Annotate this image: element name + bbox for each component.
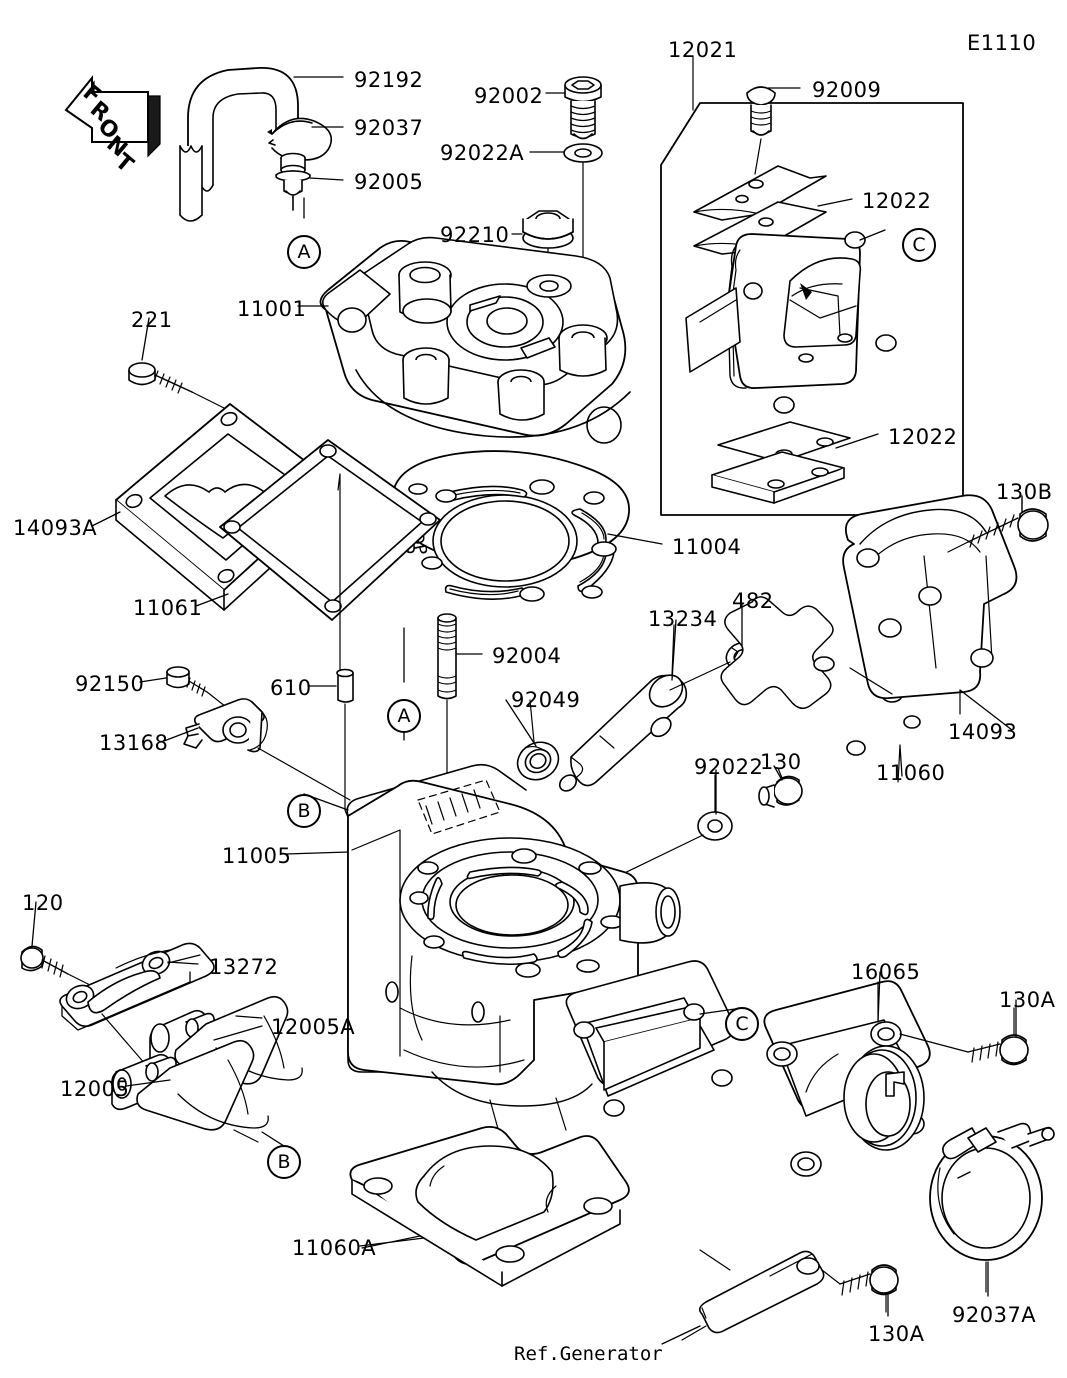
- part-label-92037A: 92037A: [952, 1303, 1037, 1327]
- part-label-92210: 92210: [440, 223, 510, 247]
- part-reed-valve-cage: [685, 231, 897, 414]
- ref-generator-plate: [698, 1250, 825, 1334]
- part-label-12021: 12021: [668, 38, 738, 62]
- part-92150-bolt: [166, 666, 231, 711]
- part-92210-nut: [522, 210, 574, 249]
- part-92022A-washer: [563, 143, 603, 163]
- part-label-11004: 11004: [672, 535, 742, 559]
- part-label-11005: 11005: [222, 844, 292, 868]
- part-92037A-clamp: [929, 1122, 1055, 1261]
- part-16065-carb-holder: [763, 980, 931, 1177]
- box-12021-outline: [660, 102, 964, 516]
- part-92037-clamp: [267, 117, 333, 161]
- part-11001-cylinder-head: [319, 236, 631, 444]
- part-label-120: 120: [22, 891, 64, 915]
- part-221-screw: [128, 362, 233, 413]
- part-label-92009: 92009: [812, 78, 882, 102]
- part-label-14093A: 14093A: [13, 516, 98, 540]
- part-92002-bolt: [564, 76, 602, 140]
- part-12022-reed-plates-lower: [711, 421, 851, 504]
- part-130A-bolt-bottom: [821, 1264, 899, 1296]
- part-11004-head-gasket: DP: [392, 450, 630, 602]
- part-130-bolt: [758, 775, 803, 808]
- part-label-11001: 11001: [237, 297, 307, 321]
- part-label-12005A: 12005A: [271, 1015, 356, 1039]
- part-label-610: 610: [270, 676, 312, 700]
- leader-lines: [31, 76, 1023, 1345]
- part-92005-fitting: [275, 152, 311, 211]
- part-label-92022A: 92022A: [440, 141, 525, 165]
- part-label-92150: 92150: [75, 672, 145, 696]
- part-label-11060A: 11060A: [292, 1236, 377, 1260]
- part-label-130A-right: 130A: [999, 988, 1056, 1012]
- part-label-14093: 14093: [948, 720, 1018, 744]
- part-11005-cylinder-block: [346, 763, 735, 1137]
- part-11060A-base-gasket: [349, 1125, 630, 1287]
- part-13272-valve-plate: [59, 942, 215, 1031]
- part-label-130B: 130B: [996, 480, 1053, 504]
- part-label-11061: 11061: [133, 596, 203, 620]
- part-label-130: 130: [760, 750, 802, 774]
- part-label-12005: 12005: [60, 1077, 130, 1101]
- front-direction-arrow: F R O N T: [52, 52, 170, 178]
- part-label-13168: 13168: [99, 731, 169, 755]
- part-label-92022: 92022: [694, 755, 764, 779]
- part-14093-cover: [842, 494, 1018, 700]
- callout-circle-C-top: C: [902, 228, 936, 262]
- callout-circle-C-low: C: [725, 1007, 759, 1041]
- part-11061-gasket: [219, 439, 441, 621]
- part-label-92049: 92049: [511, 688, 581, 712]
- callout-circle-B-mid: B: [287, 794, 321, 828]
- part-12005-valve: [111, 1039, 269, 1143]
- part-92049-oil-seal: [516, 741, 560, 781]
- callout-circle-A-top: A: [287, 235, 321, 269]
- part-92009-screw: [746, 86, 776, 175]
- part-label-12022-lower: 12022: [888, 425, 958, 449]
- part-92192-hose: [179, 67, 299, 222]
- part-11060-gasket: [720, 596, 921, 756]
- part-label-11060: 11060: [876, 761, 946, 785]
- part-label-482: 482: [732, 589, 774, 613]
- part-label-16065: 16065: [851, 960, 921, 984]
- callout-circle-A-mid: A: [387, 699, 421, 733]
- callout-circle-B-low: B: [267, 1145, 301, 1179]
- part-label-12022-upper: 12022: [862, 189, 932, 213]
- part-label-92192: 92192: [354, 68, 424, 92]
- part-92022-washer: [697, 811, 733, 841]
- diagram-code-label: E1110: [967, 31, 1037, 55]
- part-label-221: 221: [131, 308, 173, 332]
- part-label-92004: 92004: [492, 644, 562, 668]
- part-label-13272: 13272: [209, 955, 279, 979]
- part-130B-bolt: [947, 508, 1049, 553]
- part-label-130A-bottom: 130A: [868, 1322, 925, 1346]
- part-label-92005: 92005: [354, 170, 424, 194]
- part-label-92002: 92002: [474, 84, 544, 108]
- ref-generator-label: Ref.Generator: [514, 1343, 663, 1365]
- part-label-13234: 13234: [648, 607, 718, 631]
- part-label-92037: 92037: [354, 116, 424, 140]
- part-130A-bolt-right: [899, 1033, 1029, 1066]
- part-13234-shaft: [558, 674, 688, 792]
- part-13168-lever: [183, 698, 268, 753]
